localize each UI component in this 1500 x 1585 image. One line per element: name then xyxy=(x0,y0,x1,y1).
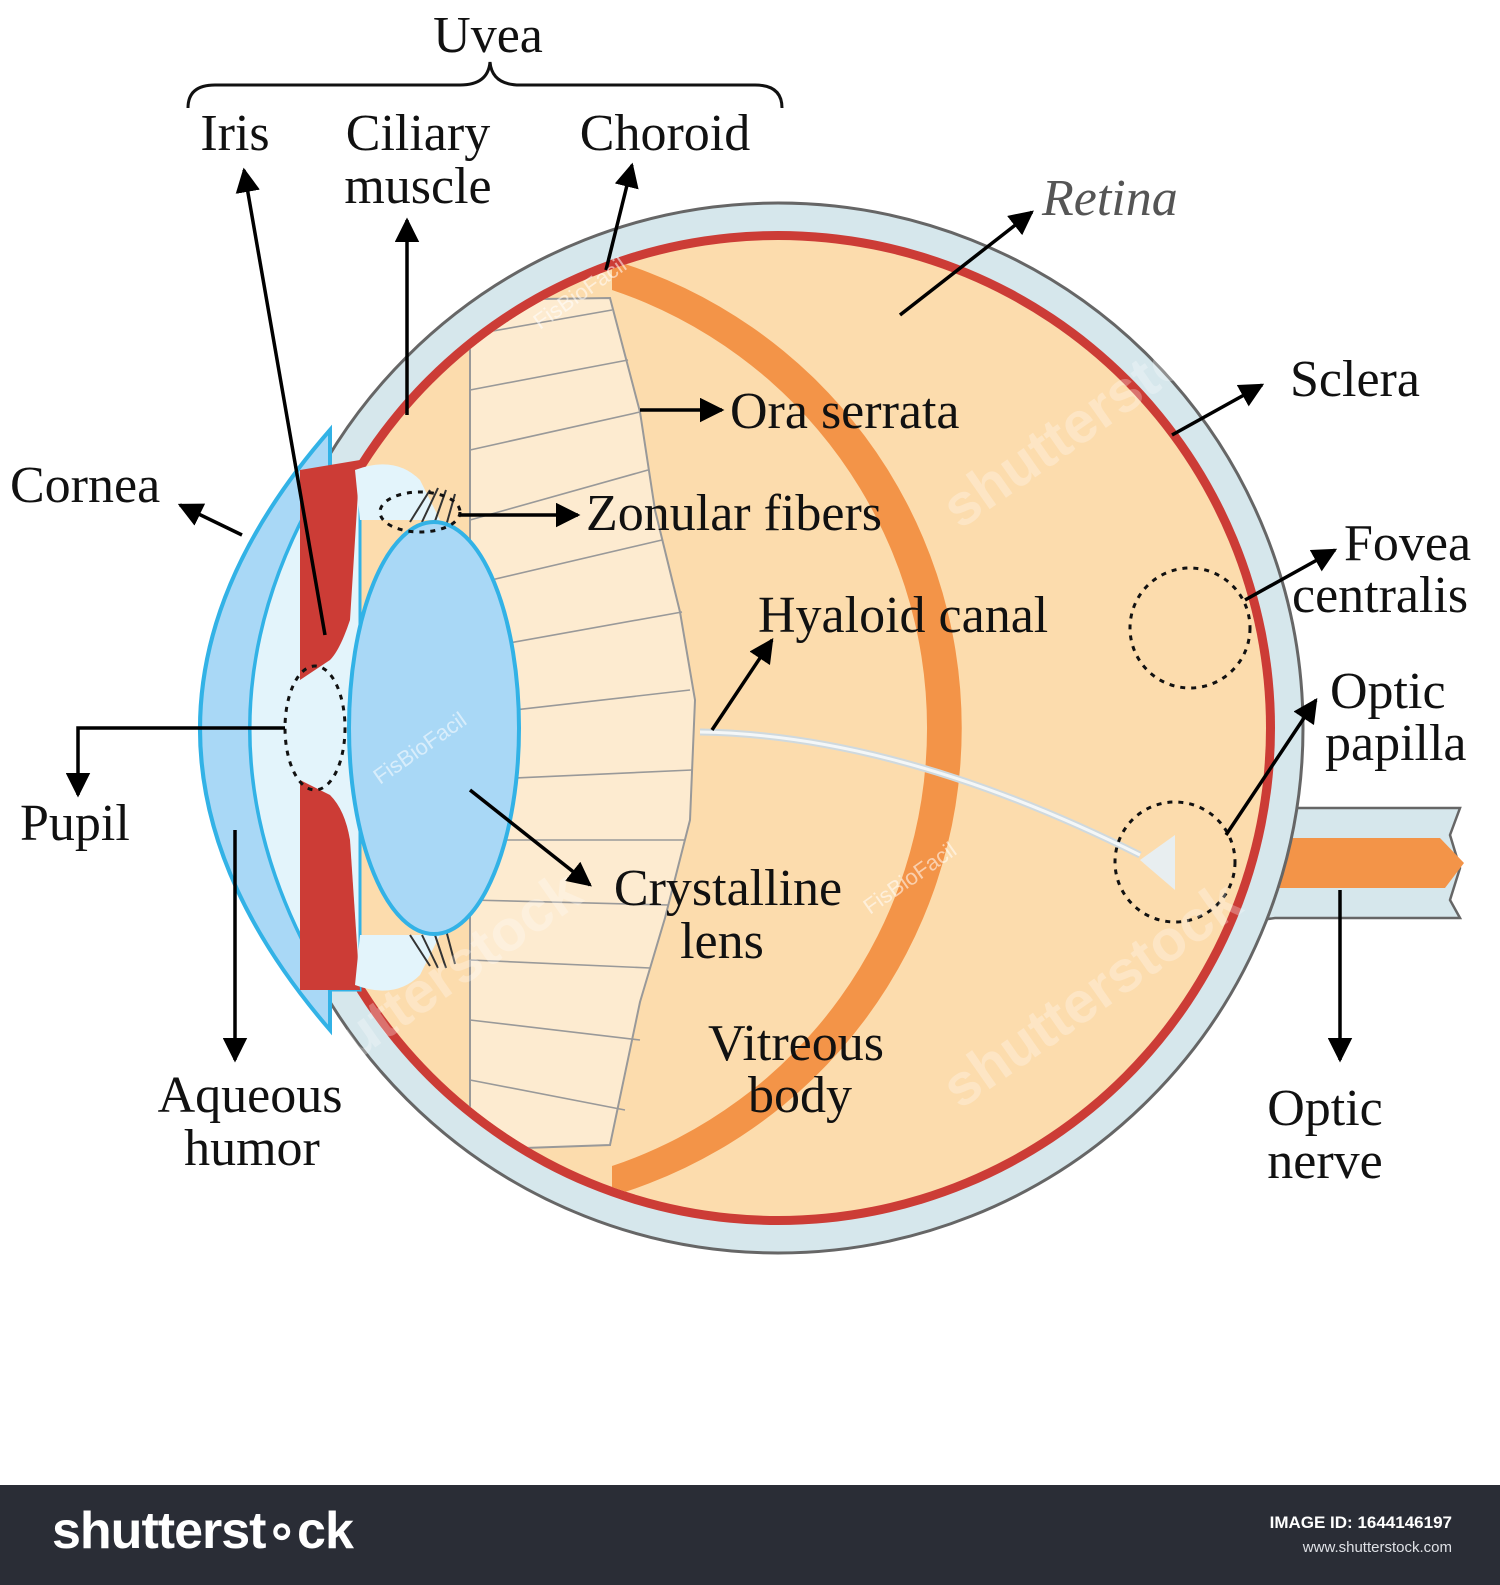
crystalline-arrow xyxy=(468,788,592,887)
iris-arrow xyxy=(235,167,327,636)
label-zonular-fibers: Zonular fibers xyxy=(586,485,882,542)
eye-diagram: shutterstock shutterstock shutterstock F… xyxy=(10,7,1471,1255)
choroid-arrow xyxy=(604,162,639,271)
fovea-arrow xyxy=(1244,548,1338,602)
posterior-chamber-upper xyxy=(355,464,440,520)
iris-upper xyxy=(300,460,360,680)
label-uvea: Uvea xyxy=(433,7,543,64)
hyaloid-arrow xyxy=(710,637,774,731)
label-iris: Iris xyxy=(200,105,269,162)
retina-arrow xyxy=(898,210,1034,317)
label-fovea-2: centralis xyxy=(1292,567,1468,624)
crystalline-lens xyxy=(347,520,521,936)
papilla-circle xyxy=(1113,800,1237,924)
sclera-arrow xyxy=(1171,383,1265,437)
label-ciliary-2: muscle xyxy=(344,158,491,215)
label-optic-nerve-1: Optic xyxy=(1267,1080,1383,1137)
pupil-arrow xyxy=(65,726,285,798)
eye-diagram-canvas: shutterstock shutterstock shutterstock F… xyxy=(10,7,1471,1255)
label-cornea: Cornea xyxy=(10,457,160,514)
label-ora-serrata: Ora serrata xyxy=(730,383,960,440)
label-optic-nerve-2: nerve xyxy=(1267,1133,1382,1190)
label-optic-papilla-1: Optic xyxy=(1330,663,1446,720)
iris-lower xyxy=(300,780,360,990)
footer-site-url[interactable]: www.shutterstock.com xyxy=(1302,1539,1452,1556)
label-pupil: Pupil xyxy=(20,795,130,852)
label-crystalline-1: Crystalline xyxy=(614,860,842,917)
label-choroid: Choroid xyxy=(580,105,750,162)
footer-brand-logo[interactable]: shutterst∘ck xyxy=(52,1502,354,1560)
zonular-circle xyxy=(378,490,462,534)
label-vitreous-2: body xyxy=(748,1067,852,1124)
label-crystalline-2: lens xyxy=(680,913,764,970)
label-aqueous-2: humor xyxy=(184,1120,320,1177)
optic-papilla xyxy=(1140,835,1175,890)
label-aqueous-1: Aqueous xyxy=(158,1067,343,1124)
ciliary-zone xyxy=(469,296,697,1152)
stock-footer: shutterst∘ck IMAGE ID: 1644146197 www.sh… xyxy=(0,1485,1500,1585)
label-retina: Retina xyxy=(1041,170,1178,227)
label-vitreous-1: Vitreous xyxy=(708,1015,884,1072)
label-fovea-1: Fovea xyxy=(1344,515,1471,572)
pupil-circle xyxy=(283,664,347,792)
label-hyaloid-canal: Hyaloid canal xyxy=(758,587,1048,644)
label-optic-papilla-2: papilla xyxy=(1325,715,1467,772)
label-sclera: Sclera xyxy=(1290,351,1420,408)
label-ciliary-1: Ciliary xyxy=(346,105,490,162)
uvea-brace xyxy=(186,61,784,109)
papilla-arrow xyxy=(1224,697,1318,836)
cornea-arrow xyxy=(177,503,243,537)
fovea-circle xyxy=(1128,566,1252,690)
footer-image-id: IMAGE ID: 1644146197 xyxy=(1269,1513,1452,1532)
retina-layer xyxy=(612,260,962,1196)
